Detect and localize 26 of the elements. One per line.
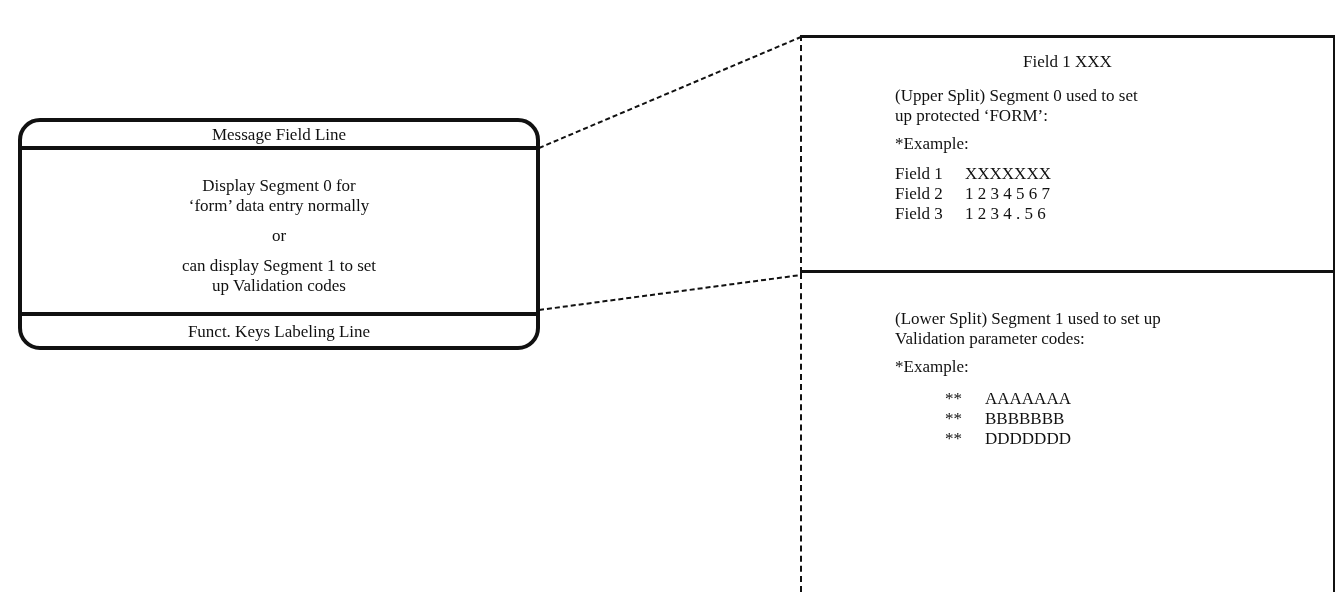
- field-value: 1 2 3 4 5 6 7: [965, 184, 1051, 204]
- example-label: *Example:: [895, 357, 970, 377]
- panel-heading: Field 1 XXX: [1022, 52, 1113, 72]
- description-text: (Upper Split) Segment 0 used to set up protected ‘FORM’:: [895, 86, 1139, 126]
- band-label: Funct. Keys Labeling Line: [186, 322, 372, 342]
- band-label: Message Field Line: [210, 125, 348, 145]
- description-text: can display Segment 1 to set up Validation codes: [180, 256, 378, 296]
- field-value: XXXXXXX: [965, 164, 1052, 184]
- example-label: *Example:: [895, 134, 970, 154]
- field-label: Field 1: [895, 164, 944, 184]
- field-label: Field 2: [895, 184, 944, 204]
- upper-split-panel: [800, 35, 1335, 273]
- field-label: Field 3: [895, 204, 944, 224]
- screen-outline: [18, 118, 540, 350]
- marker-asterisks: **: [945, 389, 963, 409]
- example-code: AAAAAAA: [985, 389, 1072, 409]
- description-text: (Lower Split) Segment 1 used to set up Validation parameter codes:: [895, 309, 1162, 349]
- marker-asterisks: **: [945, 429, 963, 449]
- example-code: BBBBBBB: [985, 409, 1066, 429]
- lower-split-panel: [800, 273, 1335, 592]
- description-text: Display Segment 0 for ‘form’ data entry normally: [187, 176, 371, 216]
- example-code: DDDDDDD: [985, 429, 1072, 449]
- projection-line: [538, 36, 802, 149]
- connector-word: or: [270, 226, 288, 246]
- field-value: 1 2 3 4 . 5 6: [965, 204, 1047, 224]
- marker-asterisks: **: [945, 409, 963, 429]
